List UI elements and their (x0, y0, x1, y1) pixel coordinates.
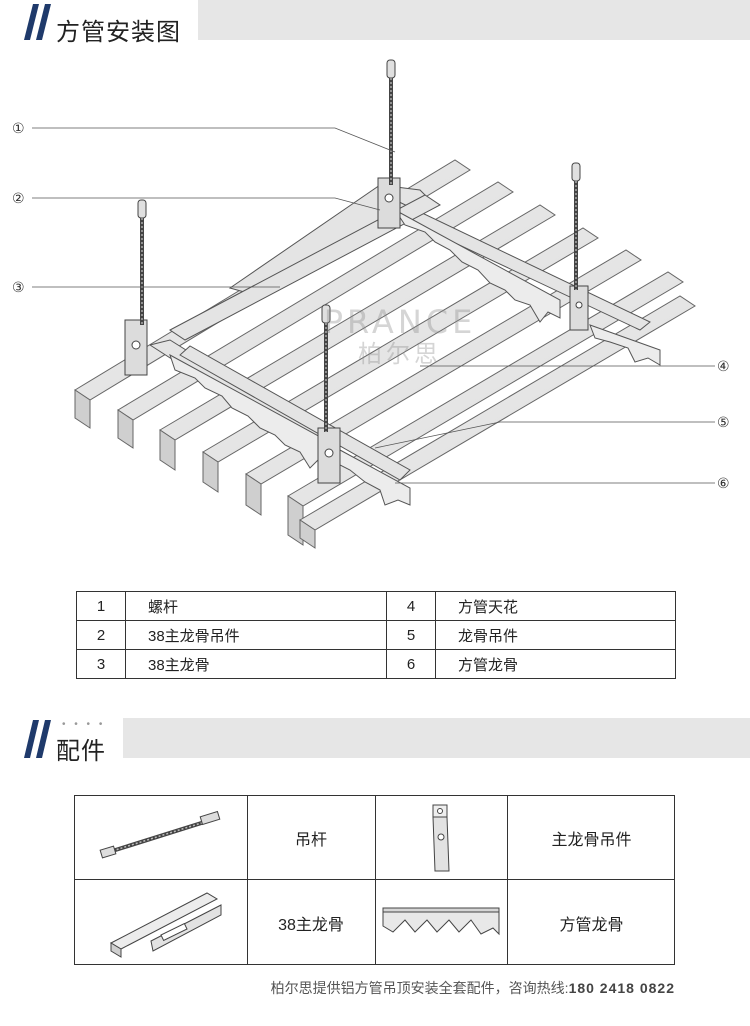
table-row: 2 38主龙骨吊件 5 龙骨吊件 (76, 620, 676, 650)
accessory-image-cell (75, 796, 247, 879)
accessory-label-cell: 38主龙骨 (247, 880, 375, 965)
accessory-label: 吊杆 (294, 831, 327, 849)
footer-text: 柏尔思提供铝方管吊顶安装全套配件，咨询热线: (270, 980, 569, 996)
part-name: 螺杆 (125, 591, 387, 621)
part-number: 4 (386, 591, 436, 621)
main-keel-hangers (124, 177, 589, 484)
double-slash-icon (24, 4, 51, 40)
accessory-label-cell: 方管龙骨 (507, 880, 676, 965)
part-name: 方管天花 (435, 591, 676, 621)
accessories-grid: 吊杆 主龙骨吊件 38主龙骨 方管龙骨 (74, 795, 675, 965)
accessory-label: 方管龙骨 (559, 916, 624, 934)
part-number: 1 (76, 591, 126, 621)
header-bar (123, 718, 750, 758)
threaded-rod-icon (99, 810, 221, 858)
part-number: 6 (386, 649, 436, 679)
accessory-label: 38主龙骨 (278, 916, 344, 934)
accessory-label: 主龙骨吊件 (551, 831, 632, 849)
rod-4 (321, 304, 331, 432)
part-number: 3 (76, 649, 126, 679)
accessory-image-cell (375, 880, 507, 965)
brand-watermark: PRANCE 柏尔思 (324, 303, 477, 368)
table-row: 3 38主龙骨 6 方管龙骨 (76, 649, 676, 679)
watermark-brand: PRANCE (324, 303, 477, 341)
part-name: 38主龙骨吊件 (125, 620, 387, 650)
callout-5: ⑤ (717, 415, 730, 431)
tube-keel-icon (382, 907, 500, 935)
callout-3: ③ (12, 280, 25, 296)
tube-2 (117, 181, 514, 449)
callout-lines (32, 127, 715, 484)
section-title: 配件 (56, 738, 106, 765)
table-row: 1 螺杆 4 方管天花 (76, 591, 676, 621)
header-bar (198, 0, 750, 40)
accessory-label-cell: 吊杆 (247, 796, 375, 879)
rod-2 (571, 162, 581, 290)
callout-6: ⑥ (717, 476, 730, 492)
main-keel-icon (109, 891, 222, 958)
accessories-header: • • • • 配件 (0, 715, 750, 765)
double-slash-icon (24, 720, 51, 758)
watermark-cn: 柏尔思 (358, 340, 442, 368)
main-keel-hanger-icon (432, 804, 450, 871)
section-title: 方管安装图 (56, 19, 181, 46)
tube-keel-brackets (169, 209, 661, 506)
accessory-image-cell (75, 880, 247, 965)
callout-2: ② (12, 191, 25, 207)
part-name: 方管龙骨 (435, 649, 676, 679)
hotline-number: 180 2418 0822 (568, 980, 675, 996)
rod-3 (137, 199, 147, 325)
installation-diagram: PRANCE 柏尔思 ① ② ③ ④ ⑤ ⑥ (12, 59, 730, 549)
accessory-image-cell (375, 796, 507, 879)
part-number: 5 (386, 620, 436, 650)
decor-dots: • • • • (62, 719, 106, 730)
threaded-rods (137, 59, 581, 432)
part-name: 38主龙骨 (125, 649, 387, 679)
part-name: 龙骨吊件 (435, 620, 676, 650)
part-number: 2 (76, 620, 126, 650)
footer-note: 柏尔思提供铝方管吊顶安装全套配件，咨询热线:180 2418 0822 (0, 978, 675, 998)
callout-1: ① (12, 121, 25, 137)
callout-numbers: ① ② ③ ④ ⑤ ⑥ (12, 121, 730, 492)
install-diagram-header: 方管安装图 (0, 0, 750, 46)
parts-table: 1 螺杆 4 方管天花 2 38主龙骨吊件 5 龙骨吊件 3 38主龙骨 6 方… (76, 591, 676, 679)
accessory-label-cell: 主龙骨吊件 (507, 796, 676, 879)
main-keel-top (169, 194, 441, 341)
callout-4: ④ (717, 359, 730, 375)
tube-3 (159, 204, 556, 471)
rod-1 (386, 59, 396, 185)
